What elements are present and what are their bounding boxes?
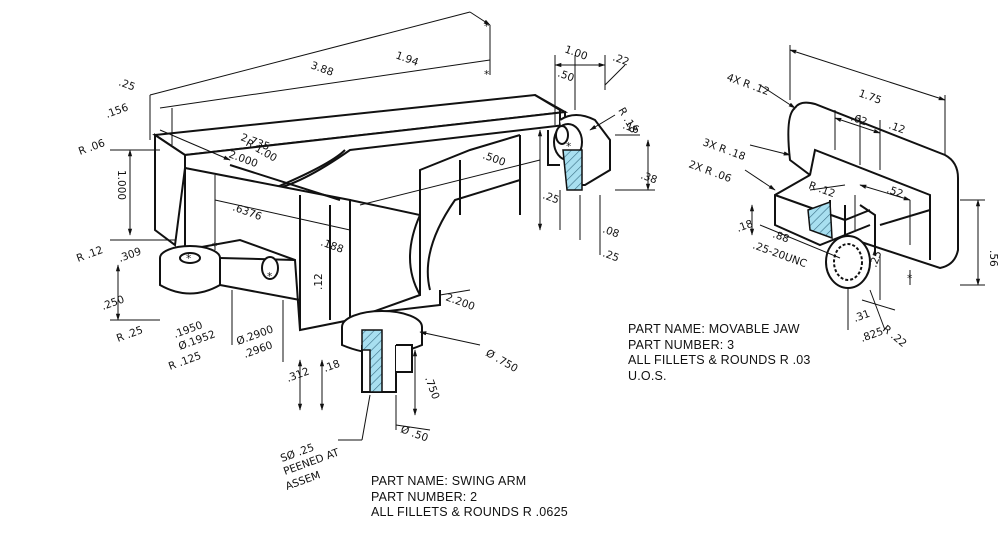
movable-jaw-fillets: ALL FILLETS & ROUNDS R .03: [628, 353, 811, 367]
jaw-dim-25: .25: [868, 249, 885, 269]
dim-50: .50: [556, 68, 576, 85]
jaw-dim-12: .12: [887, 120, 907, 137]
dim-750-dia: Ø .750: [484, 347, 520, 375]
dim-22: .22: [611, 52, 631, 69]
star-hook: *: [566, 141, 571, 153]
dim-18: .18: [322, 358, 342, 375]
dim-2200: 2.200: [444, 292, 476, 314]
dim-r125: R .125: [167, 350, 203, 373]
movable-jaw-section-hatch: [807, 200, 833, 240]
dim-156: .156: [104, 101, 130, 120]
dim-312: .312: [285, 366, 311, 385]
dim-1000: 1.000: [115, 170, 127, 200]
swing-arm-notes: PART NAME: SWING ARM PART NUMBER: 2 ALL …: [371, 474, 568, 521]
jaw-dim-825: .825: [859, 326, 885, 345]
dim-08: .08: [601, 224, 621, 241]
swing-arm-fillets: ALL FILLETS & ROUNDS R .0625: [371, 505, 568, 519]
dim-25-mid: .25: [541, 190, 561, 207]
dim-16: .16: [621, 120, 641, 137]
dim-25-bot: .25: [601, 248, 621, 265]
jaw-dim-4xr12: 4X R .12: [725, 72, 771, 99]
dim-194: 1.94: [394, 50, 420, 69]
jaw-dim-18: .18: [735, 218, 755, 235]
star-top: *: [484, 21, 489, 33]
jaw-dim-88: .88: [771, 229, 791, 246]
movable-jaw-uos: U.O.S.: [628, 368, 667, 383]
dim-388: 3.88: [309, 60, 335, 79]
jaw-dim-31: .31: [852, 308, 872, 325]
dim-r06: R .06: [77, 137, 107, 158]
swing-arm-drawing: [152, 93, 611, 393]
dim-50-dia: Ø .50: [399, 424, 430, 445]
jaw-dim-56: .56: [987, 250, 999, 267]
jaw-dim-62: .62: [849, 112, 869, 129]
movable-jaw-part-name: PART NAME: MOVABLE JAW: [628, 322, 800, 336]
jaw-dim-52: .52: [885, 184, 905, 201]
dim-309: .309: [117, 246, 143, 265]
dim-25-top: .25: [117, 77, 137, 94]
dim-r12: R .12: [75, 244, 105, 265]
dim-750: .750: [422, 375, 441, 401]
movable-jaw-part-number: PART NUMBER: 3: [628, 337, 735, 352]
dim-500: .500: [481, 150, 507, 169]
jaw-dim-175: 1.75: [857, 88, 883, 107]
dim-100: 1.00: [563, 44, 589, 63]
swing-arm-part-number: PART NUMBER: 2: [371, 489, 478, 504]
jaw-star: *: [907, 273, 912, 285]
swing-arm-part-name: PART NAME: SWING ARM: [371, 474, 527, 488]
movable-jaw-notes: PART NAME: MOVABLE JAW PART NUMBER: 3 AL…: [628, 322, 811, 384]
swing-arm-dimension-lines: [110, 11, 655, 441]
jaw-dim-unc: .25-20UNC: [751, 240, 808, 271]
star-boss: *: [186, 253, 191, 265]
movable-jaw-dimension-lines: [744, 45, 985, 331]
star-top-2: *: [484, 69, 489, 81]
dim-38: .38: [639, 170, 659, 187]
star-left: *: [212, 241, 217, 253]
star-hole: *: [267, 271, 272, 283]
dim-12: .12: [313, 273, 325, 290]
dim-250: .250: [100, 294, 126, 313]
swing-arm-section-hatch: [361, 149, 583, 393]
dim-r25: R .25: [115, 324, 145, 345]
jaw-dim-2xr06: 2X R .06: [687, 159, 733, 186]
jaw-dim-3xr18: 3X R .18: [701, 137, 747, 164]
